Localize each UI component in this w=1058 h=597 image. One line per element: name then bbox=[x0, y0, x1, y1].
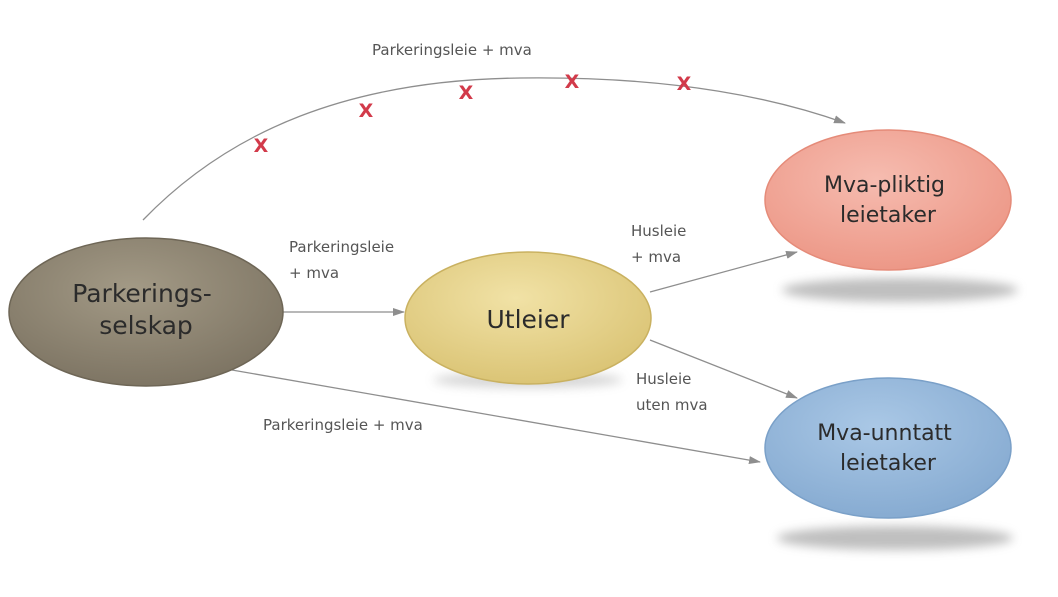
edge-label-line: Husleie bbox=[631, 222, 686, 240]
node-parkeringsselskap-label: Parkerings- selskap bbox=[72, 279, 219, 340]
node-shadow bbox=[777, 526, 1013, 550]
node-label-line: leietaker bbox=[840, 451, 937, 476]
edge-to-unntatt-label: Husleie uten mva bbox=[636, 370, 708, 414]
edge-bottom-label: Parkeringsleie + mva bbox=[263, 416, 423, 434]
node-shadow bbox=[782, 278, 1018, 302]
node-utleier bbox=[404, 251, 652, 385]
node-parkeringsselskap bbox=[8, 237, 284, 387]
node-utleier-label: Utleier bbox=[486, 305, 570, 334]
node-mva-unntatt-label: Mva-unntatt leietaker bbox=[817, 421, 959, 476]
blocked-x-marker: X bbox=[254, 135, 269, 157]
blocked-x-marker: X bbox=[459, 82, 474, 104]
node-label-line: Mva-unntatt bbox=[817, 421, 952, 446]
edge-parkering-to-unntatt bbox=[231, 369, 761, 465]
edge-utleier-to-unntatt bbox=[649, 339, 798, 399]
node-mva-unntatt bbox=[764, 377, 1012, 519]
edge-middle-label: Parkeringsleie + mva bbox=[289, 238, 399, 282]
edge-to-pliktig-label: Husleie + mva bbox=[631, 222, 691, 266]
node-label-line: Parkerings- bbox=[72, 279, 212, 308]
edge-label-line: + mva bbox=[289, 264, 339, 282]
blocked-x-marker: X bbox=[565, 71, 580, 93]
node-label-line: leietaker bbox=[840, 203, 937, 228]
node-label-line: selskap bbox=[99, 311, 193, 340]
blocked-x-marker: X bbox=[359, 100, 374, 122]
blocked-x-marker: X bbox=[677, 73, 692, 95]
node-mva-pliktig-label: Mva-pliktig leietaker bbox=[824, 173, 952, 228]
node-label-line: Mva-pliktig bbox=[824, 173, 945, 198]
edge-top-blocked bbox=[142, 77, 846, 221]
edge-top-label: Parkeringsleie + mva bbox=[372, 41, 532, 59]
edge-label-line: Parkeringsleie bbox=[289, 238, 394, 256]
edge-label-line: Husleie bbox=[636, 370, 691, 388]
edge-label-line: uten mva bbox=[636, 396, 708, 414]
edge-label-line: + mva bbox=[631, 248, 681, 266]
edge-utleier-to-pliktig bbox=[649, 251, 798, 293]
node-mva-pliktig bbox=[764, 129, 1012, 271]
